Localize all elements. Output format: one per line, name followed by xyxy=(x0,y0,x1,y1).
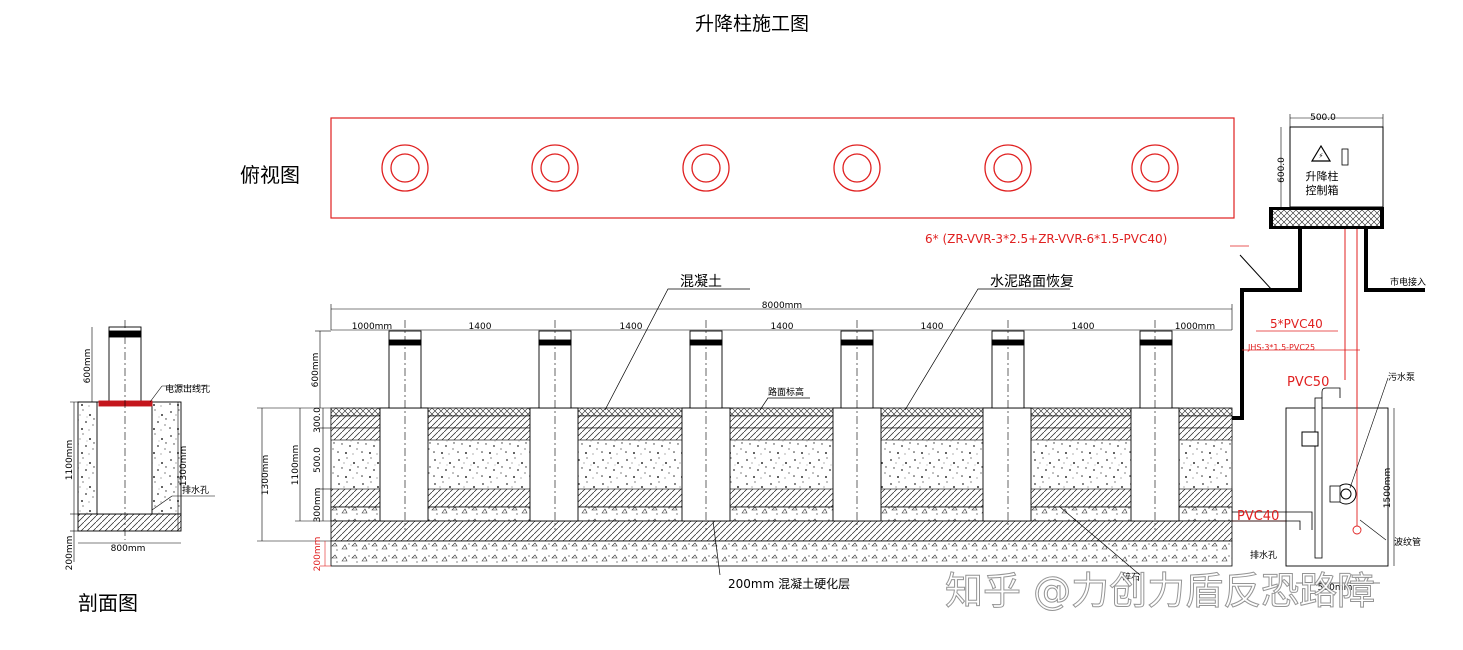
gravel-label: 碎石 xyxy=(1122,571,1140,583)
pvc40-label: PVC40 xyxy=(1237,509,1279,524)
base-layer xyxy=(330,540,1233,567)
section-dim-800: 800mm xyxy=(111,544,146,554)
watermark: 知乎 @力创力盾反恐路障 xyxy=(945,569,1375,613)
dim-600: 600mm xyxy=(311,353,321,388)
road-level-label: 路面标高 xyxy=(768,386,804,398)
cable-runs xyxy=(1230,229,1425,530)
bollard-5 xyxy=(982,320,1032,530)
dim-500: 500.0 xyxy=(313,447,323,473)
overall-length: 8000mm xyxy=(762,301,802,311)
hardened-layer-label: 200mm 混凝土硬化层 xyxy=(728,576,850,591)
spacing-labels: 1000mm 1400 1400 1400 1400 1400 1000mm xyxy=(352,322,1215,332)
mains-input-label: 市电接入 xyxy=(1390,276,1426,288)
top-view-outline xyxy=(330,117,1235,219)
spacing-4: 1400 xyxy=(771,322,794,332)
bollard-3 xyxy=(681,320,731,530)
dim-200: 200mm xyxy=(313,537,323,572)
dim-300a: 300.0 xyxy=(313,407,323,433)
road-restore-label: 水泥路面恢复 xyxy=(990,273,1074,290)
dim-1300: 1300mm xyxy=(261,455,271,495)
bollard-1 xyxy=(379,320,429,530)
control-box-label-1: 升降柱 xyxy=(1306,169,1339,183)
section-drain-hole: 排水孔 xyxy=(182,484,209,496)
conduit-jhs-label: JHS-3*1.5-PVC25 xyxy=(1247,343,1315,352)
drain-hole-label: 排水孔 xyxy=(1250,549,1277,561)
spacing-5: 1400 xyxy=(921,322,944,332)
gravel-layer xyxy=(330,506,1233,522)
dim-300b: 300mm xyxy=(313,488,323,523)
drawing-title: 升降柱施工图 xyxy=(695,13,809,35)
svg-text:⚡: ⚡ xyxy=(1319,152,1324,160)
top-view-bollards xyxy=(381,144,1179,192)
top-view-label: 俯视图 xyxy=(240,163,300,187)
pvc50-label: PVC50 xyxy=(1287,375,1329,390)
overall-dimension xyxy=(330,304,1233,331)
section-drawing xyxy=(70,320,215,562)
control-box-label-2: 控制箱 xyxy=(1306,183,1339,197)
section-dim-1100: 1100mm xyxy=(65,440,75,480)
vertical-dimensions xyxy=(257,330,331,567)
bollard-2 xyxy=(529,320,579,530)
spacing-6: 1400 xyxy=(1072,322,1095,332)
dim-1100: 1100mm xyxy=(291,445,301,485)
road-surface xyxy=(330,407,1233,417)
control-box: ⚡ xyxy=(1269,114,1384,229)
section-dim-200: 200mm xyxy=(65,536,75,571)
section-dim-1300: 1300mm xyxy=(179,446,189,486)
conduit-main-label: 5*PVC40 xyxy=(1270,317,1323,331)
spacing-2: 1400 xyxy=(469,322,492,332)
bollard-4 xyxy=(832,320,882,530)
concrete-label: 混凝土 xyxy=(680,274,722,290)
spacing-7: 1000mm xyxy=(1175,322,1215,332)
section-dim-600: 600mm xyxy=(83,349,93,384)
cable-spec-label: 6* (ZR-VVR-3*2.5+ZR-VVR-6*1.5-PVC40) xyxy=(925,232,1167,246)
section-label: 剖面图 xyxy=(78,591,138,615)
sewage-pit xyxy=(1232,377,1395,584)
bollards xyxy=(379,320,1180,530)
control-box-width-dim: 500.0 xyxy=(1310,113,1336,123)
section-power-hole: 电源出线孔 xyxy=(165,383,210,395)
bellows-pipe-label: 波纹管 xyxy=(1394,536,1421,548)
bollard-6 xyxy=(1130,320,1180,530)
sewage-pump-label: 污水泵 xyxy=(1388,371,1415,383)
pit-width-dim: 500mm xyxy=(1318,583,1353,593)
spacing-3: 1400 xyxy=(620,322,643,332)
spacing-1: 1000mm xyxy=(352,322,392,332)
control-box-height-dim: 600.0 xyxy=(1277,157,1287,183)
pit-height-dim: 1500mm xyxy=(1383,468,1393,508)
leader-lines xyxy=(604,288,1141,576)
